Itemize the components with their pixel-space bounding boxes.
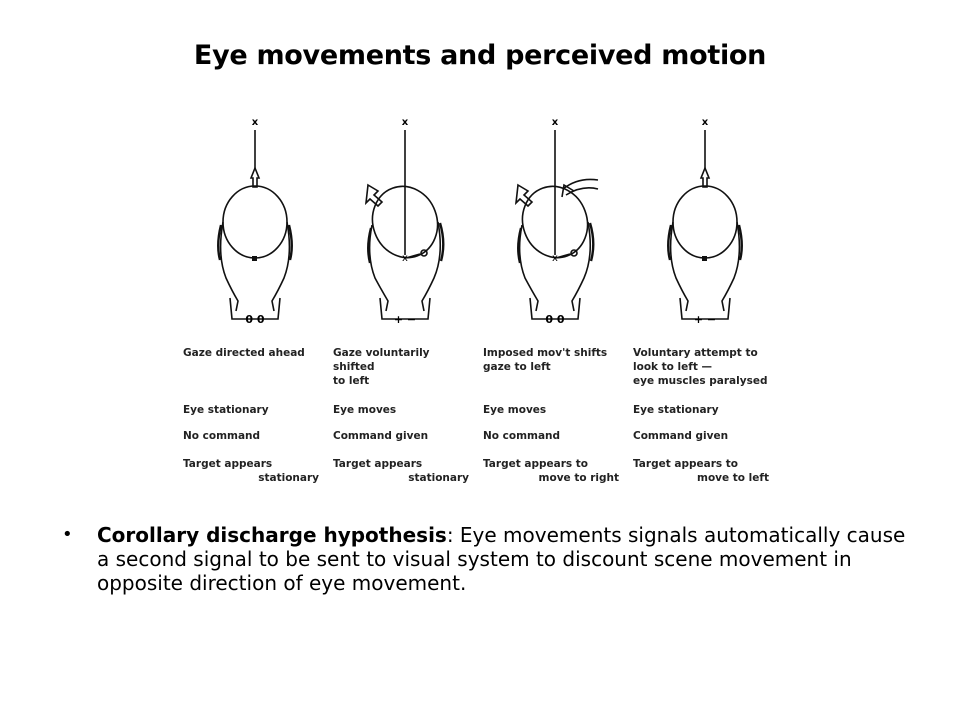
panel-caption: Gaze directed ahead bbox=[183, 347, 305, 359]
target-marker: x bbox=[552, 117, 559, 128]
slide-title: Eye movements and perceived motion bbox=[193, 40, 767, 71]
eye-diagram-pushed: x x 0 0 bbox=[514, 117, 599, 326]
signal-signs: + − bbox=[394, 313, 416, 326]
target-appearance-line1: Target appears to bbox=[483, 458, 589, 470]
panel-caption: Voluntary attempt to look to left — eye … bbox=[633, 347, 768, 387]
panel-caption: Imposed mov't shifts gaze to left bbox=[483, 347, 608, 373]
target-appearance-line2: stationary bbox=[408, 472, 469, 484]
target-appearance-line2: move to left bbox=[697, 472, 769, 484]
target-marker: x bbox=[702, 117, 709, 128]
target-appearance-line1: Target appears to bbox=[633, 458, 739, 470]
signal-signs: 0 0 bbox=[545, 313, 564, 326]
target-appearance-line1: Target appears bbox=[183, 458, 273, 470]
bullet-point: • Corollary discharge hypothesis: Eye mo… bbox=[62, 523, 922, 595]
eye-state-label: Eye stationary bbox=[183, 404, 269, 416]
target-appearance-label: Target appears to move to left bbox=[633, 457, 773, 485]
target-appearance-line1: Target appears bbox=[333, 458, 423, 470]
command-label: No command bbox=[483, 430, 561, 442]
signal-signs: + − bbox=[694, 313, 716, 326]
eye-state-label: Eye moves bbox=[333, 404, 397, 416]
eye-state-label: Eye moves bbox=[483, 404, 547, 416]
panel-voluntary-shift: x x + − Gaze voluntarily shifted to left… bbox=[320, 105, 470, 495]
eye-diagram-shifted: x x + − bbox=[364, 117, 445, 326]
command-label: Command given bbox=[333, 430, 429, 442]
svg-text:x: x bbox=[402, 253, 408, 264]
eye-movement-figure: x 0 0 Gaze directed ahead Eye stationary… bbox=[170, 105, 780, 495]
command-label: Command given bbox=[633, 430, 729, 442]
target-marker: x bbox=[402, 117, 409, 128]
svg-text:x: x bbox=[552, 253, 558, 264]
eye-diagram-paralysed: x + − bbox=[667, 117, 743, 326]
eye-diagram-straight: x 0 0 bbox=[217, 117, 293, 326]
panel-imposed-movement: x x 0 0 Imposed mov't shifts gaze to lef… bbox=[470, 105, 620, 495]
panel-paralysed-muscles: x + − Voluntary attempt to look to left … bbox=[620, 105, 770, 495]
target-appearance-label: Target appears to move to right bbox=[483, 457, 623, 485]
command-label: No command bbox=[183, 430, 261, 442]
target-marker: x bbox=[252, 117, 259, 128]
target-appearance-line2: stationary bbox=[258, 472, 319, 484]
signal-signs: 0 0 bbox=[245, 313, 264, 326]
target-appearance-label: Target appears stationary bbox=[183, 457, 323, 485]
eye-state-label: Eye stationary bbox=[633, 404, 719, 416]
bullet-text: Corollary discharge hypothesis: Eye move… bbox=[97, 523, 922, 595]
panel-gaze-ahead: x 0 0 Gaze directed ahead Eye stationary… bbox=[170, 105, 320, 495]
target-appearance-label: Target appears stationary bbox=[333, 457, 473, 485]
panel-caption: Gaze voluntarily shifted to left bbox=[333, 347, 430, 387]
bullet-body: : Eye movements signals automatically ca… bbox=[97, 523, 906, 595]
bullet-term: Corollary discharge hypothesis bbox=[97, 523, 447, 547]
target-appearance-line2: move to right bbox=[538, 472, 619, 484]
bullet-dot: • bbox=[62, 524, 73, 545]
